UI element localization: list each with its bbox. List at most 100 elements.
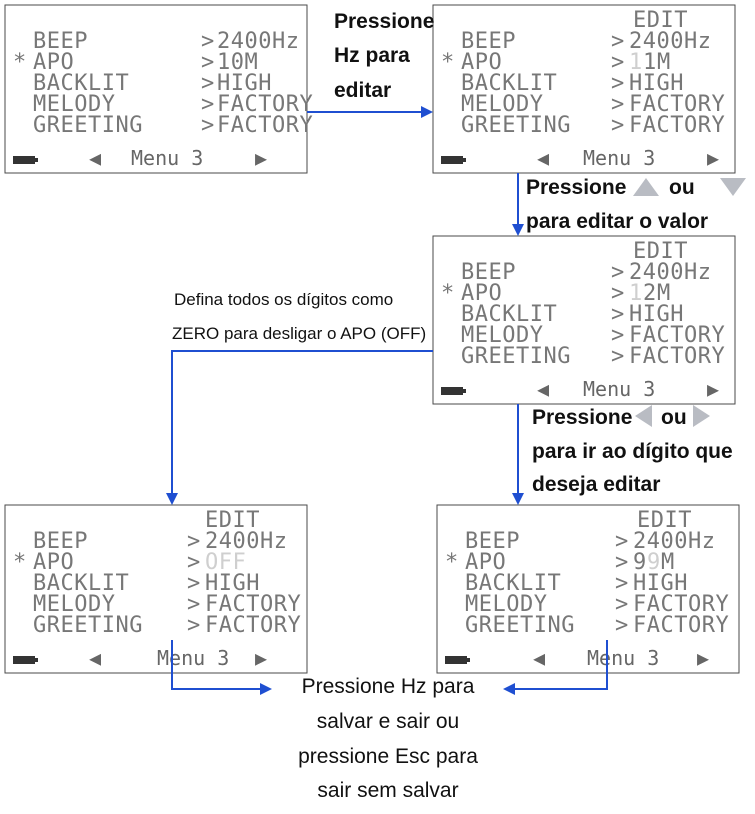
caption-line: editar [334,79,391,102]
lcd-apo-unit: M [661,550,675,575]
caption-save-exit: Pressione Hz para salvar e sair ou press… [298,675,478,802]
lcd-apo-digit-1: 1 [629,281,643,306]
caption-line: Pressione [334,10,434,33]
caption-line: Pressione Hz para [302,675,475,698]
lcd-value-backlit: HIGH [633,571,688,596]
menu-right-icon: ▶ [697,646,709,670]
lcd-value-backlit: HIGH [205,571,260,596]
arrow-screen4-to-result [171,640,272,695]
lcd-separator: > [611,29,625,54]
lcd-apo-digit-1: 9 [633,550,647,575]
lcd-separator: > [615,550,629,575]
lcd-separator: > [611,281,625,306]
menu-right-icon: ▶ [707,377,719,401]
caption-line: ZERO para desligar o APO (OFF) [172,324,426,343]
lcd-label-apo: APO [33,550,74,575]
menu-label: Menu 3 [583,377,655,401]
lcd-value-greeting: FACTORY [633,613,729,638]
lcd-value-greeting: FACTORY [629,113,725,138]
caption-line: Defina todos os dígitos como [174,290,393,309]
lcd-edit-flag: EDIT [633,8,688,33]
lcd-separator: > [615,613,629,638]
screen-edit-off: EDIT BEEP > 2400Hz * APO > OFF BACKLIT >… [4,504,308,674]
lcd-separator: > [611,92,625,117]
lcd-label-melody: MELODY [461,323,543,348]
lcd-apo-digit-2: 9 [647,550,661,575]
right-key-icon [693,405,710,427]
lcd-value-backlit: HIGH [629,302,684,327]
caption-press-updown: Pressione ou para editar o valor [526,176,746,233]
lcd-label-melody: MELODY [465,592,547,617]
caption-press-leftright: Pressione ou para ir ao dígito que desej… [532,405,733,496]
caption-or: ou [661,406,687,429]
lcd-value-backlit: HIGH [217,71,272,96]
lcd-label-beep: BEEP [33,529,88,554]
battery-icon [441,156,466,164]
lcd-label-melody: MELODY [33,92,115,117]
lcd-label-apo: APO [461,281,502,306]
lcd-separator: > [187,529,201,554]
lcd-value-greeting: FACTORY [629,344,725,369]
caption-or: ou [669,176,695,199]
lcd-value-backlit: HIGH [629,71,684,96]
caption-line: Pressione [526,176,626,199]
caption-line: sair sem salvar [317,779,458,802]
caption-line: para ir ao dígito que [532,440,733,463]
lcd-apo-unit: M [657,50,671,75]
lcd-separator: > [201,92,215,117]
lcd-value-greeting: FACTORY [205,613,301,638]
lcd-apo-digit-2: 1 [643,50,657,75]
lcd-label-beep: BEEP [465,529,520,554]
lcd-label-greeting: GREETING [465,613,575,638]
lcd-label-apo: APO [461,50,502,75]
caption-line: Pressione [532,406,632,429]
lcd-separator: > [615,529,629,554]
lcd-label-backlit: BACKLIT [33,571,129,596]
lcd-separator: > [611,323,625,348]
menu-right-icon: ▶ [255,646,267,670]
menu-label: Menu 3 [587,646,659,670]
caption-press-hz: Pressione Hz para editar [334,10,434,102]
lcd-separator: > [615,592,629,617]
menu-left-icon: ◀ [537,377,549,401]
lcd-label-beep: BEEP [33,29,88,54]
down-key-icon [720,178,746,196]
lcd-value-melody: FACTORY [633,592,729,617]
lcd-separator: > [611,344,625,369]
battery-icon [13,656,38,664]
caption-line: deseja editar [532,473,660,496]
lcd-value-beep: 2400Hz [633,529,715,554]
lcd-separator: > [611,113,625,138]
caption-line: Hz para [334,44,410,67]
lcd-label-melody: MELODY [461,92,543,117]
lcd-marker-apo: * [445,550,459,575]
menu-left-icon: ◀ [537,146,549,170]
lcd-value-beep: 2400Hz [217,29,299,54]
screen-edit-moved: EDIT BEEP > 2400Hz * APO > 9 9 M BACKLIT… [436,504,740,674]
lcd-label-greeting: GREETING [33,113,143,138]
lcd-separator: > [201,50,215,75]
battery-icon [445,656,470,664]
menu-right-icon: ▶ [707,146,719,170]
caption-line: pressione Esc para [298,745,478,768]
lcd-value-melody: FACTORY [629,323,725,348]
menu-left-icon: ◀ [89,646,101,670]
lcd-separator: > [201,113,215,138]
battery-icon [441,387,466,395]
arrow-screen3-to-screen5 [512,404,524,505]
menu-label: Menu 3 [131,146,203,170]
lcd-separator: > [187,613,201,638]
lcd-separator: > [611,50,625,75]
screen-edit-changed: EDIT BEEP > 2400Hz * APO > 1 2 M BACKLIT… [432,235,736,405]
lcd-separator: > [611,71,625,96]
lcd-label-apo: APO [465,550,506,575]
arrow-screen1-to-screen2 [307,106,433,118]
lcd-apo-digit-2: 2 [643,281,657,306]
lcd-separator: > [201,71,215,96]
screen-edit-cursor: EDIT BEEP > 2400Hz * APO > 1 1 M BACKLIT… [432,4,736,174]
lcd-label-backlit: BACKLIT [465,571,561,596]
screen-initial: BEEP > 2400Hz * APO > 10M BACKLIT > HIGH… [4,4,313,174]
lcd-marker-apo: * [441,50,455,75]
battery-icon [13,156,38,164]
